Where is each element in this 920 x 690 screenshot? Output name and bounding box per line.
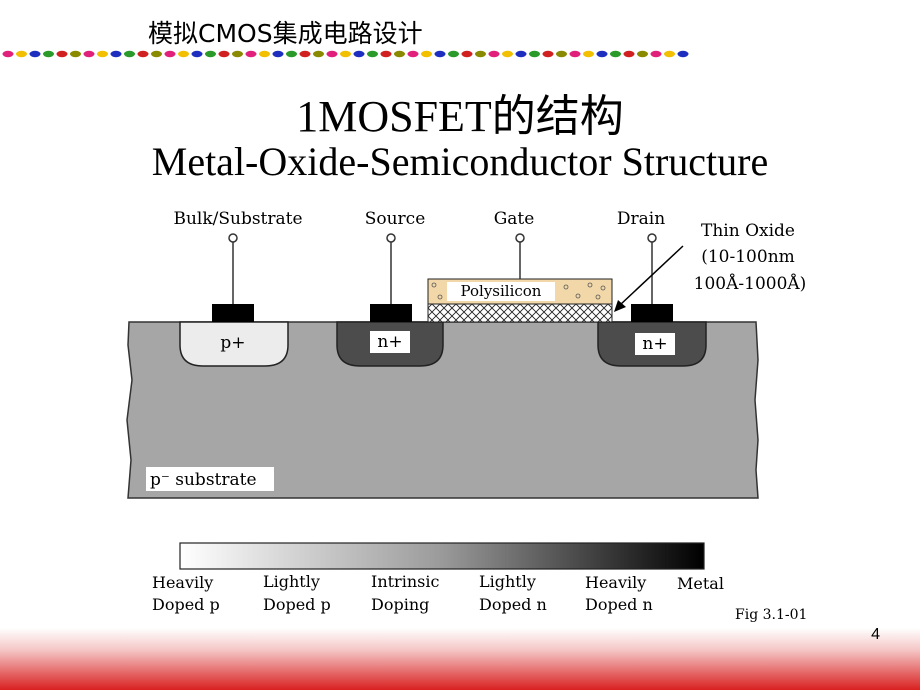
decorative-dot bbox=[205, 50, 216, 58]
decorative-dot bbox=[542, 50, 554, 58]
decorative-dot bbox=[272, 50, 284, 58]
decorative-dot bbox=[137, 50, 149, 58]
decorative-dot bbox=[421, 50, 432, 58]
decorative-dot bbox=[556, 50, 567, 58]
decorative-dot bbox=[502, 50, 513, 58]
drain-contact bbox=[631, 304, 673, 322]
decorative-dot bbox=[475, 50, 486, 58]
decorative-dot bbox=[313, 50, 324, 58]
decorative-dot bbox=[583, 50, 594, 58]
decorative-dot bbox=[286, 50, 297, 58]
source-contact bbox=[370, 304, 412, 322]
decorative-dot bbox=[515, 50, 527, 58]
bulk-contact bbox=[212, 304, 254, 322]
legend-label-4b: Doped n bbox=[479, 595, 547, 614]
decorative-dot bbox=[299, 50, 311, 58]
decorative-dot-row bbox=[2, 50, 689, 58]
decorative-dot bbox=[650, 50, 662, 58]
decorative-dot bbox=[218, 50, 230, 58]
doping-legend-labels: Heavily Doped p Lightly Doped p Intrinsi… bbox=[152, 572, 724, 614]
gate-oxide bbox=[427, 303, 613, 323]
decorative-dot bbox=[353, 50, 365, 58]
decorative-dot bbox=[56, 50, 68, 58]
slide-subtitle: Metal-Oxide-Semiconductor Structure bbox=[151, 139, 769, 184]
decorative-dot bbox=[16, 50, 27, 58]
decorative-dot bbox=[164, 50, 176, 58]
decorative-dot bbox=[569, 50, 581, 58]
slide-title: 1MOSFET的结构 bbox=[296, 92, 624, 141]
thin-oxide-arrow-line bbox=[619, 245, 684, 306]
decorative-dot bbox=[637, 50, 648, 58]
source-terminal-label: Source bbox=[365, 209, 426, 229]
decorative-dot bbox=[380, 50, 392, 58]
decorative-dot bbox=[259, 50, 270, 58]
legend-label-1b: Doped p bbox=[152, 595, 220, 614]
thin-oxide-label: Thin Oxide bbox=[701, 221, 795, 241]
thin-oxide-range-nm: (10-100nm bbox=[701, 247, 795, 267]
n-plus-source-label: n+ bbox=[377, 332, 402, 352]
n-plus-drain-label: n+ bbox=[642, 334, 667, 354]
course-title: 模拟CMOS集成电路设计 bbox=[148, 19, 423, 48]
decorative-dot bbox=[326, 50, 338, 58]
terminal-leads bbox=[228, 233, 657, 304]
thin-oxide-range-angstrom: 100Å-1000Å) bbox=[694, 273, 807, 294]
decorative-dot bbox=[394, 50, 405, 58]
decorative-dot bbox=[677, 50, 689, 58]
decorative-dot bbox=[245, 50, 257, 58]
legend-label-3b: Doping bbox=[371, 595, 429, 614]
decorative-dot bbox=[191, 50, 203, 58]
decorative-dot bbox=[232, 50, 243, 58]
p-plus-label: p+ bbox=[220, 333, 245, 353]
substrate-body bbox=[126, 321, 759, 499]
decorative-dot bbox=[488, 50, 500, 58]
legend-label-1a: Heavily bbox=[152, 573, 213, 592]
legend-label-5a: Heavily bbox=[585, 573, 646, 592]
decorative-dot bbox=[124, 50, 135, 58]
decorative-dot bbox=[43, 50, 54, 58]
figure-label: Fig 3.1-01 bbox=[735, 607, 807, 623]
footer-gradient-band bbox=[0, 628, 920, 690]
decorative-dot bbox=[97, 50, 108, 58]
decorative-dot bbox=[340, 50, 351, 58]
thin-oxide-arrow-head bbox=[614, 300, 626, 312]
legend-label-2b: Doped p bbox=[263, 595, 331, 614]
legend-label-3a: Intrinsic bbox=[371, 572, 439, 591]
gate-terminal-label: Gate bbox=[494, 209, 535, 229]
polysilicon-grain-marks bbox=[431, 282, 606, 300]
polysilicon-label-bg bbox=[447, 282, 555, 301]
decorative-dot bbox=[178, 50, 189, 58]
legend-label-5b: Doped n bbox=[585, 595, 653, 614]
decorative-dot bbox=[407, 50, 419, 58]
substrate-label: p⁻ substrate bbox=[150, 470, 257, 490]
decorative-dot bbox=[70, 50, 81, 58]
decorative-dot bbox=[2, 50, 14, 58]
decorative-dot bbox=[110, 50, 122, 58]
polysilicon-label: Polysilicon bbox=[461, 282, 542, 300]
decorative-dot bbox=[434, 50, 446, 58]
legend-label-4a: Lightly bbox=[479, 572, 536, 591]
decorative-dot bbox=[83, 50, 95, 58]
decorative-dot bbox=[151, 50, 162, 58]
decorative-dot bbox=[529, 50, 540, 58]
decorative-dot bbox=[664, 50, 675, 58]
decorative-dot bbox=[448, 50, 459, 58]
bulk-terminal-label: Bulk/Substrate bbox=[173, 209, 302, 229]
decorative-dot bbox=[623, 50, 635, 58]
decorative-dot bbox=[610, 50, 621, 58]
legend-label-2a: Lightly bbox=[263, 572, 320, 591]
decorative-dot bbox=[461, 50, 473, 58]
doping-legend-bar bbox=[179, 542, 705, 570]
decorative-dot bbox=[596, 50, 608, 58]
decorative-dot bbox=[367, 50, 378, 58]
legend-label-6a: Metal bbox=[677, 574, 724, 593]
page-number: 4 bbox=[871, 626, 880, 643]
drain-terminal-label: Drain bbox=[617, 209, 665, 229]
decorative-dot bbox=[29, 50, 41, 58]
